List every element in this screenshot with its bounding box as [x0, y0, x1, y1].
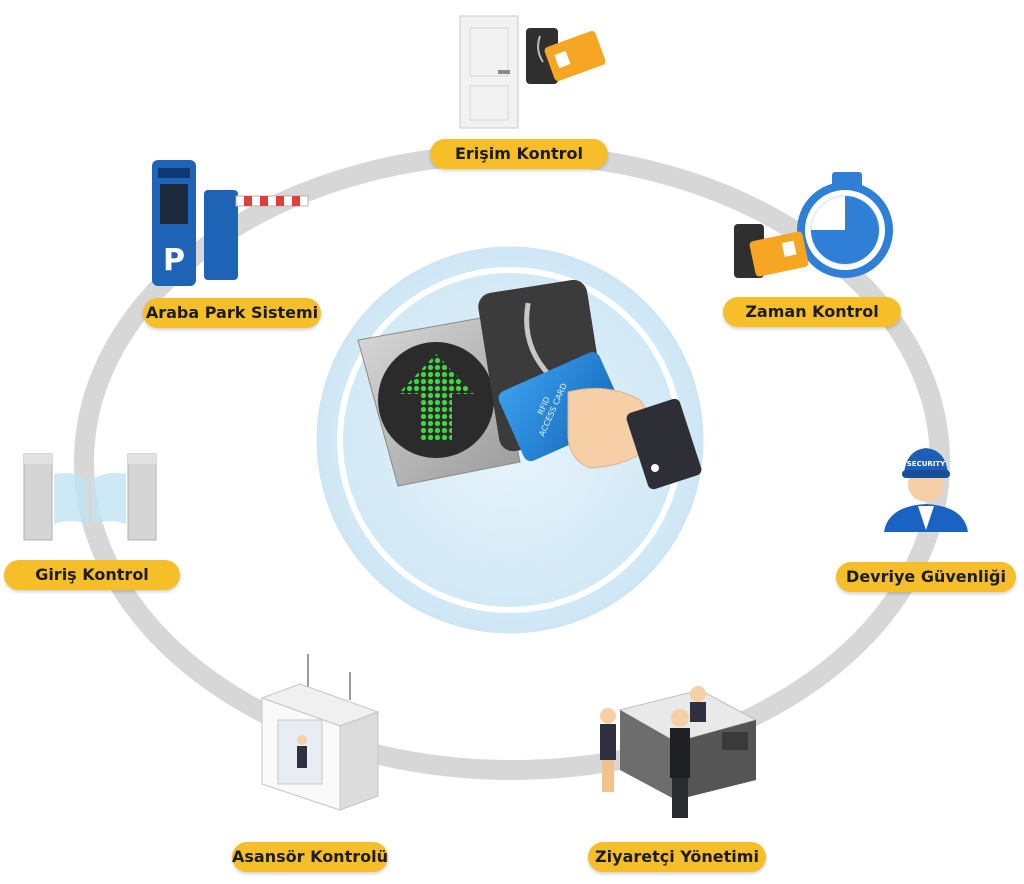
guard-cap-text: SECURITY	[907, 460, 946, 468]
label-time-control: Zaman Kontrol	[723, 297, 901, 327]
green-arrow-icon	[398, 354, 474, 440]
label-access-control: Erişim Kontrol	[430, 139, 608, 169]
door-with-card-reader-icon	[459, 15, 606, 129]
label-patrol-security: Devriye Güvenliği	[836, 562, 1016, 592]
label-parking-system: Araba Park Sistemi	[143, 298, 321, 328]
stopwatch-card-reader-icon	[734, 172, 893, 278]
turnstile-gate-icon	[23, 453, 157, 541]
security-guard-icon: SECURITY	[884, 448, 968, 532]
label-elevator-control: Asansör Kontrolü	[232, 842, 388, 872]
center-illustration	[316, 246, 704, 634]
elevator-icon	[260, 654, 380, 811]
label-visitor-management: Ziyaretçi Yönetimi	[588, 842, 766, 872]
svg-text:P: P	[163, 243, 185, 278]
reception-desk-icon	[600, 686, 758, 818]
label-entry-control: Giriş Kontrol	[4, 560, 180, 590]
parking-barrier-icon: P	[152, 160, 309, 286]
